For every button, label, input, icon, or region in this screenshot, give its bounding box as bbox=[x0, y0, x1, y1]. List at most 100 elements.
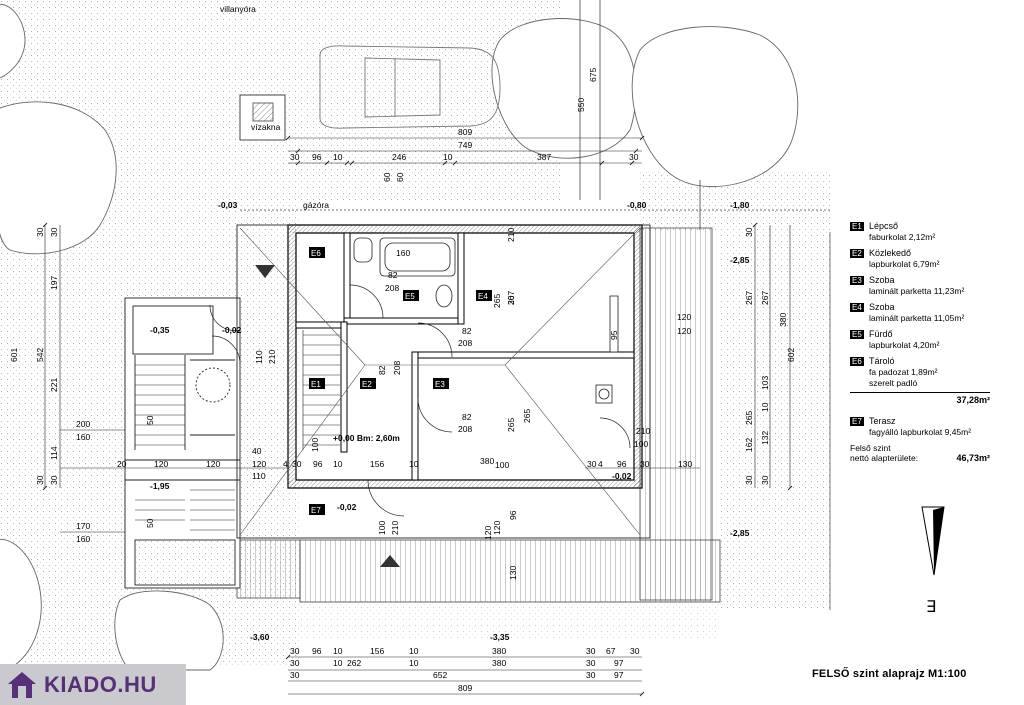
dim-top-seg-6: 30 bbox=[629, 152, 639, 162]
bathroom-fixtures bbox=[353, 237, 619, 404]
svg-text:E7: E7 bbox=[311, 506, 321, 515]
svg-text:103: 103 bbox=[760, 376, 770, 390]
svg-text:210: 210 bbox=[506, 228, 516, 242]
svg-text:601: 601 bbox=[9, 348, 19, 362]
dim-bot2-1: 10 bbox=[333, 658, 343, 668]
svg-text:100: 100 bbox=[310, 438, 320, 452]
svg-text:-0,03: -0,03 bbox=[218, 200, 238, 210]
svg-text:30: 30 bbox=[35, 227, 45, 237]
dim-int: 160 bbox=[396, 248, 410, 258]
building-walls bbox=[236, 224, 651, 539]
legend-name: Közlekedő bbox=[869, 248, 912, 258]
dim-int: 100 bbox=[495, 460, 509, 470]
legend-desc: fa padozat 1,89m² bbox=[869, 367, 938, 377]
legend-item: E1 Lépcső faburkolat 2,12m² bbox=[850, 221, 990, 243]
level-labels: -0,03 -0,80 -1,80 -2,85 -0,35 -0,02 -1,9… bbox=[150, 200, 750, 642]
dim-bot2-5: 30 bbox=[586, 658, 596, 668]
dim-int: 160 bbox=[76, 534, 90, 544]
door-swings bbox=[209, 284, 631, 517]
dim-int: 82 bbox=[388, 270, 398, 280]
dim-int: 82 bbox=[462, 326, 472, 336]
dim-int: 40 bbox=[252, 446, 262, 456]
svg-text:197: 197 bbox=[49, 276, 59, 290]
svg-text:82: 82 bbox=[377, 365, 387, 375]
site-labels: villanyóra vízakna gázóra +0,00 Bm: 2,60… bbox=[220, 4, 400, 443]
dim-int: 120 bbox=[252, 459, 266, 469]
dim-int: 120 bbox=[206, 459, 220, 469]
svg-text:30: 30 bbox=[744, 227, 754, 237]
net-area-label: Felső szint nettó alapterülete: bbox=[850, 443, 990, 463]
svg-text:132: 132 bbox=[760, 431, 770, 445]
dimension-lines bbox=[44, 137, 831, 695]
svg-text:E4: E4 bbox=[478, 292, 488, 301]
legend-code: E5 bbox=[850, 330, 864, 339]
svg-text:96: 96 bbox=[508, 510, 518, 520]
legend-desc: lapburkolat 6,79m² bbox=[869, 259, 940, 269]
legend-name: Fürdő bbox=[869, 329, 893, 339]
svg-text:210: 210 bbox=[267, 350, 277, 364]
svg-text:30: 30 bbox=[49, 227, 59, 237]
svg-text:162: 162 bbox=[744, 438, 754, 452]
legend-code: E3 bbox=[850, 276, 864, 285]
svg-text:380: 380 bbox=[778, 313, 788, 327]
dim-bot1-2: 10 bbox=[333, 646, 343, 656]
dim-int: 4 bbox=[283, 459, 288, 469]
svg-text:50: 50 bbox=[145, 518, 155, 528]
svg-text:-0,02: -0,02 bbox=[612, 471, 632, 481]
dim-top-seg-2: 10 bbox=[333, 152, 343, 162]
dim-top-outer: 809 bbox=[458, 127, 472, 137]
dim-left-vertical: 30 30 197 601 542 221 114 30 30 bbox=[9, 227, 59, 485]
dim-int: 200 bbox=[76, 419, 90, 429]
svg-text:210: 210 bbox=[390, 521, 400, 535]
svg-text:-0,35: -0,35 bbox=[150, 325, 170, 335]
legend-desc: fagyálló lapburkolat 9,45m² bbox=[869, 427, 972, 437]
roof-hatch-areas bbox=[236, 227, 721, 603]
svg-text:-0,80: -0,80 bbox=[627, 200, 647, 210]
boundary-lines bbox=[240, 0, 830, 230]
dim-top-inner: 749 bbox=[458, 140, 472, 150]
svg-text:E1: E1 bbox=[311, 380, 321, 389]
svg-text:-1,80: -1,80 bbox=[730, 200, 750, 210]
dim-bot1-0: 30 bbox=[290, 646, 300, 656]
legend-item: E4 Szoba laminált parketta 11,05m² bbox=[850, 302, 990, 324]
svg-text:-2,85: -2,85 bbox=[730, 255, 750, 265]
svg-text:10: 10 bbox=[760, 402, 770, 412]
dimension-texts: 809 749 30 96 10 246 10 387 30 30 96 10 … bbox=[9, 68, 796, 693]
dim-int: 20 bbox=[117, 459, 127, 469]
dim-top-seg-0: 30 bbox=[290, 152, 300, 162]
svg-text:267: 267 bbox=[744, 291, 754, 305]
legend-item: E6 Tároló fa padozat 1,89m² szerelt padl… bbox=[850, 356, 990, 389]
legend-name: Terasz bbox=[869, 416, 896, 426]
dim-bot2-4: 380 bbox=[492, 658, 506, 668]
legend-desc-extra: szerelt padló bbox=[869, 378, 918, 388]
svg-text:542: 542 bbox=[35, 348, 45, 362]
roof-ridge-lines bbox=[239, 227, 641, 536]
dim-int: 110 bbox=[252, 471, 266, 481]
dim-int: 170 bbox=[76, 521, 90, 531]
room-legend: E1 Lépcső faburkolat 2,12m² E2 Közlekedő… bbox=[850, 221, 990, 464]
svg-text:221: 221 bbox=[49, 378, 59, 392]
left-stair-block bbox=[124, 297, 241, 589]
svg-text:95: 95 bbox=[609, 330, 619, 340]
svg-text:30: 30 bbox=[49, 475, 59, 485]
svg-text:265: 265 bbox=[744, 411, 754, 425]
viznakna-label: vízakna bbox=[251, 122, 281, 132]
dim-bot3-0: 30 bbox=[290, 670, 300, 680]
svg-text:30: 30 bbox=[506, 295, 516, 305]
dim-right-vertical: 30 267 267 380 602 103 10 265 162 132 30… bbox=[744, 227, 796, 485]
svg-text:∃: ∃ bbox=[926, 597, 936, 616]
svg-text:-2,85: -2,85 bbox=[730, 528, 750, 538]
legend-name: Lépcső bbox=[869, 221, 899, 231]
site-logo[interactable]: KIADO.HU bbox=[0, 664, 186, 705]
interior-stairs bbox=[302, 330, 340, 450]
dim-top-seg-5: 387 bbox=[537, 152, 551, 162]
dim-int: 10 bbox=[333, 459, 343, 469]
legend-desc: laminált parketta 11,05m² bbox=[869, 313, 965, 323]
house-icon bbox=[8, 672, 36, 698]
svg-text:E2: E2 bbox=[362, 380, 372, 389]
dim-top-seg-3: 246 bbox=[392, 152, 406, 162]
dim-int: 100 bbox=[634, 439, 648, 449]
svg-text:120: 120 bbox=[492, 521, 502, 535]
svg-text:30: 30 bbox=[35, 475, 45, 485]
